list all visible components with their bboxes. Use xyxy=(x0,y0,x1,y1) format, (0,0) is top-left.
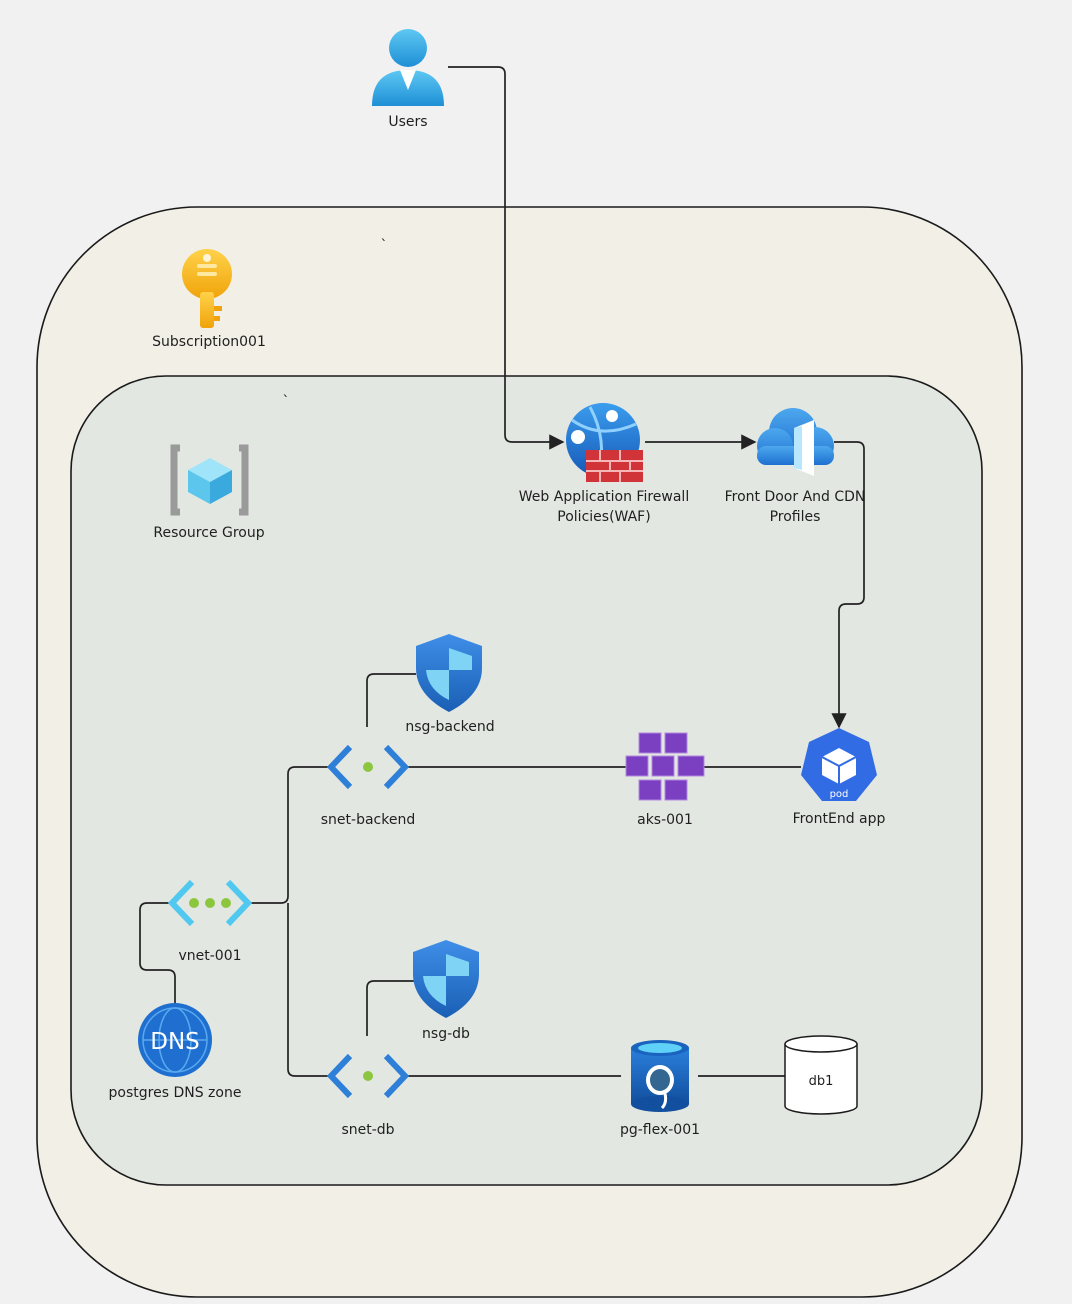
nsg-backend-shield-icon xyxy=(416,634,482,712)
dns-icon: DNS xyxy=(138,1003,212,1077)
dns-badge-text: DNS xyxy=(150,1029,200,1055)
waf-label-line1: Web Application Firewall xyxy=(518,489,690,505)
users-label: Users xyxy=(388,114,428,130)
pg-label: pg-flex-001 xyxy=(619,1122,701,1138)
frontdoor-label-line1: Front Door And CDN xyxy=(724,489,866,505)
resource-group-label: Resource Group xyxy=(153,525,265,541)
subscription-label: Subscription001 xyxy=(152,334,266,350)
vnet-label: vnet-001 xyxy=(178,948,242,964)
waf-label-line2: Policies(WAF) xyxy=(557,509,651,525)
nsg-db-shield-icon xyxy=(413,940,479,1018)
snet-db-icon xyxy=(326,1053,410,1099)
resource-group-tick-mark: ` xyxy=(282,394,290,410)
frontdoor-to-frontend-connector xyxy=(831,441,865,729)
resource-group-boundary xyxy=(70,375,983,1186)
nsg-db-to-snet-db-connector xyxy=(366,980,414,1036)
subscription-tick-mark: ` xyxy=(380,238,388,254)
resource-group-icon xyxy=(170,444,249,516)
users-icon xyxy=(372,29,444,106)
frontend-app-label: FrontEnd app xyxy=(792,811,886,827)
front-door-icon xyxy=(757,408,834,476)
pod-icon: pod xyxy=(801,728,877,801)
users-to-waf-connector xyxy=(448,66,565,450)
db1-label: db1 xyxy=(808,1074,834,1089)
snet-backend-icon xyxy=(326,744,410,790)
postgres-icon xyxy=(631,1040,689,1112)
frontdoor-label-line2: Profiles xyxy=(769,509,821,525)
db1-cylinder xyxy=(784,1035,858,1115)
snet-backend-label: snet-backend xyxy=(320,812,416,828)
vnet-icon xyxy=(167,879,253,927)
nsg-backend-label: nsg-backend xyxy=(405,719,495,735)
vnet-to-dns-connector xyxy=(139,902,176,1003)
key-icon xyxy=(182,249,232,328)
waf-icon xyxy=(566,403,643,482)
nsg-backend-to-snet-backend-connector xyxy=(366,673,416,727)
aks-label: aks-001 xyxy=(637,812,693,828)
vnet-to-snets-connector xyxy=(250,766,330,1077)
aks-icon xyxy=(625,732,705,801)
dns-label: postgres DNS zone xyxy=(108,1085,242,1101)
snet-db-label: snet-db xyxy=(341,1122,395,1138)
nsg-db-label: nsg-db xyxy=(422,1026,470,1042)
pod-badge-text: pod xyxy=(830,789,849,800)
